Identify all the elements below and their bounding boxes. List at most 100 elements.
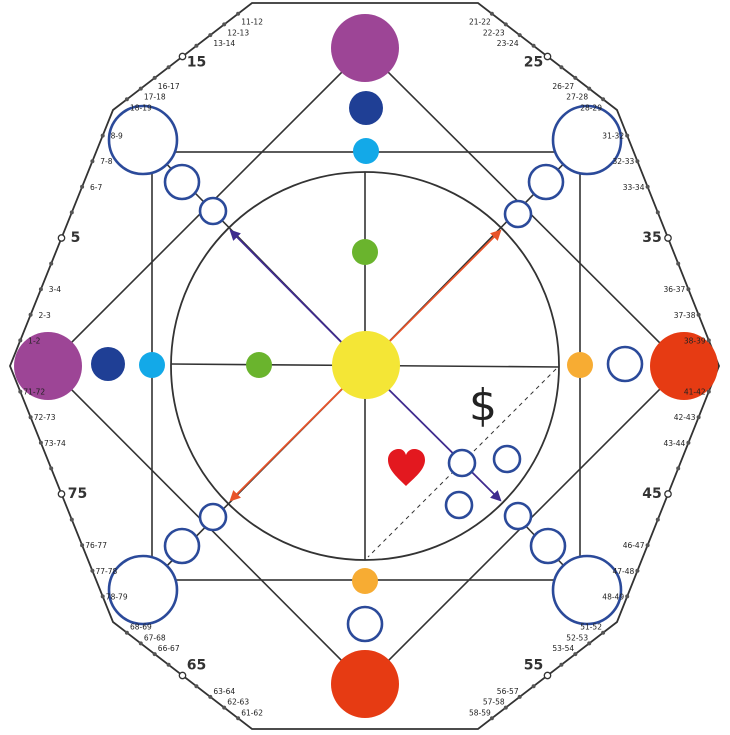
age-label: 61-62: [241, 708, 263, 717]
left-green-circle: [246, 352, 272, 378]
age-label: 2-3: [38, 311, 50, 320]
age-label: 17-18: [144, 93, 166, 102]
scale-tick: [38, 287, 43, 292]
left-navy-circle: [91, 347, 125, 381]
age-label: 78-79: [106, 592, 128, 601]
scale-tick: [124, 630, 129, 635]
age-label: 31-32: [602, 132, 624, 141]
milestone-marker: [664, 490, 672, 498]
center-yellow-circle: [332, 331, 400, 399]
age-label: 22-23: [483, 28, 505, 37]
age-label: 38-39: [684, 336, 706, 345]
left-purple-circle: [14, 332, 82, 400]
scale-tick: [236, 11, 241, 16]
scale-tick: [489, 716, 494, 721]
bottom-outline-circle: [346, 605, 384, 643]
age-label: 52-53: [566, 633, 588, 642]
milestone-label: 35: [642, 230, 661, 246]
scale-tick: [517, 694, 522, 699]
scale-tick: [676, 261, 681, 266]
age-label: 6-7: [90, 183, 102, 192]
scale-tick: [573, 75, 578, 80]
age-label: 42-43: [674, 413, 696, 422]
small-circle-tr: [503, 199, 533, 229]
scale-tick: [208, 694, 213, 699]
scale-tick: [625, 133, 630, 138]
milestone-label: 25: [524, 55, 543, 71]
scale-tick: [696, 415, 701, 420]
scale-tick: [559, 662, 564, 667]
scale-tick: [236, 716, 241, 721]
scale-tick: [222, 22, 227, 27]
age-label: 51-52: [580, 623, 602, 632]
top-cyan-circle: [353, 138, 379, 164]
age-label: 16-17: [158, 82, 180, 91]
age-label: 23-24: [497, 39, 519, 48]
mid-circle-tl: [163, 163, 201, 201]
milestone-marker: [543, 671, 552, 680]
small-circle-tl: [198, 196, 228, 226]
age-label: 12-13: [227, 28, 249, 37]
scale-tick: [645, 543, 650, 548]
age-label: 73-74: [44, 439, 66, 448]
bottom-orange-circle: [352, 568, 378, 594]
cluster-circle-2: [492, 444, 522, 474]
scale-tick: [138, 641, 143, 646]
scale-tick: [208, 33, 213, 38]
age-label: 62-63: [227, 698, 249, 707]
scale-tick: [194, 684, 199, 689]
scale-tick: [686, 287, 691, 292]
scale-tick: [49, 261, 54, 266]
age-label: 27-28: [566, 93, 588, 102]
top-purple-circle: [331, 14, 399, 82]
milestone-label: 65: [187, 658, 206, 674]
corner-circle-tl: [107, 104, 179, 176]
age-label: 7-8: [100, 157, 112, 166]
top-navy-circle: [349, 91, 383, 125]
milestone-marker: [178, 52, 187, 61]
age-label: 33-34: [623, 183, 645, 192]
milestone-label: 15: [187, 55, 206, 71]
heart-icon: [388, 449, 425, 486]
age-label: 68-69: [130, 623, 152, 632]
scale-tick: [655, 517, 660, 522]
scale-tick: [49, 466, 54, 471]
age-label: 41-42: [684, 388, 706, 397]
bottom-red-circle: [331, 650, 399, 718]
age-label: 56-57: [497, 687, 519, 696]
corner-circle-bl: [107, 554, 179, 626]
scale-tick: [80, 543, 85, 548]
age-label: 37-38: [674, 311, 696, 320]
scale-tick: [18, 338, 23, 343]
scale-tick: [166, 65, 171, 70]
scale-tick: [635, 159, 640, 164]
scale-tick: [706, 389, 711, 394]
right-outline-circle: [606, 345, 644, 383]
scale-tick: [489, 11, 494, 16]
scale-tick: [69, 517, 74, 522]
scale-tick: [28, 415, 33, 420]
age-label: 1-2: [28, 336, 40, 345]
mid-circle-bl: [163, 527, 201, 565]
age-label: 71-72: [23, 388, 45, 397]
age-label: 8-9: [111, 132, 123, 141]
milestone-label: 5: [71, 230, 81, 246]
scale-tick: [601, 97, 606, 102]
scale-tick: [706, 338, 711, 343]
scale-tick: [152, 75, 157, 80]
scale-tick: [80, 184, 85, 189]
cluster-circle-1: [447, 448, 477, 478]
age-label: 36-37: [664, 285, 686, 294]
scale-tick: [503, 705, 508, 710]
scale-tick: [194, 43, 199, 48]
age-label: 72-73: [34, 413, 56, 422]
scale-tick: [100, 133, 105, 138]
right-orange-circle: [567, 352, 593, 378]
age-label: 46-47: [623, 541, 645, 550]
scale-tick: [69, 210, 74, 215]
corner-circle-br: [551, 554, 623, 626]
scale-tick: [138, 86, 143, 91]
scale-tick: [573, 652, 578, 657]
